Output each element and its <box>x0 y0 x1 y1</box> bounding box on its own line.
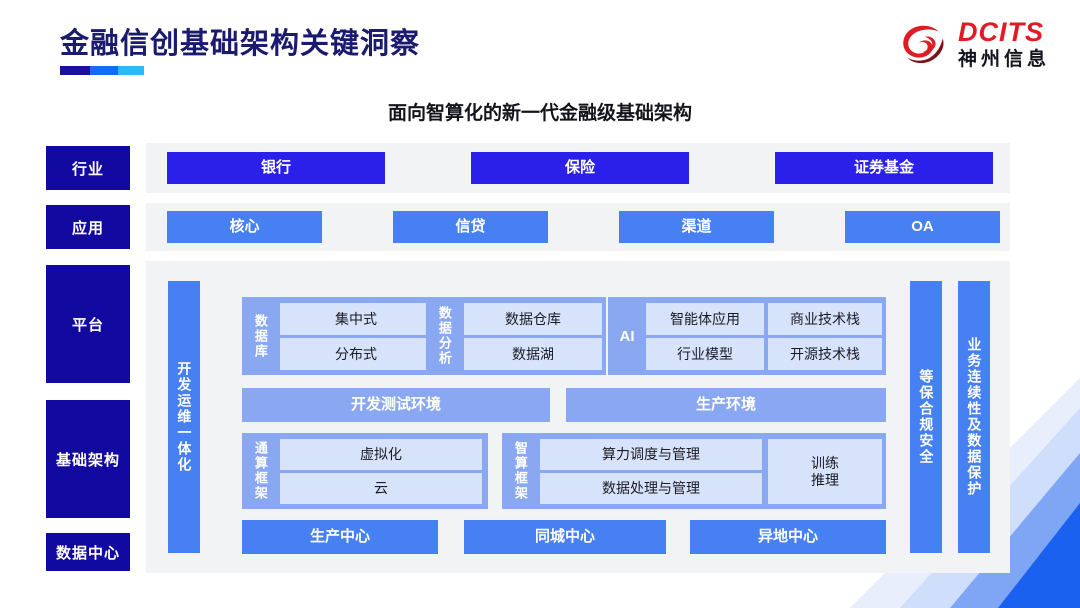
company-logo: DCITS 神州信息 <box>898 18 1050 70</box>
continuity-vertical-label: 业务连续性及数据保护 <box>966 337 983 497</box>
side-label-platform[interactable]: 平台 <box>46 265 130 383</box>
side-label-infrastructure[interactable]: 基础架构 <box>46 400 130 518</box>
side-label-datacenter[interactable]: 数据中心 <box>46 533 130 571</box>
title-bar-segment-3 <box>118 66 144 75</box>
ai-item-agent-app[interactable]: 智能体应用 <box>646 303 764 335</box>
industry-box-insurance[interactable]: 保险 <box>471 152 689 184</box>
datacenter-box-remote[interactable]: 异地中心 <box>690 520 886 554</box>
page-subtitle: 面向智算化的新一代金融级基础架构 <box>387 103 692 124</box>
analytics-item-warehouse[interactable]: 数据仓库 <box>464 303 602 335</box>
general-compute-label: 通算框架 <box>252 441 268 501</box>
environment-box-devtest[interactable]: 开发测试环境 <box>242 388 550 422</box>
industry-box-securities[interactable]: 证券基金 <box>775 152 993 184</box>
ai-group-label: AI <box>619 327 635 345</box>
intelligent-compute-label-wrap: 智算框架 <box>506 437 534 505</box>
application-box-oa[interactable]: OA <box>845 211 1000 243</box>
ai-item-industry-model[interactable]: 行业模型 <box>646 338 764 370</box>
ai-item-commercial-stack[interactable]: 商业技术栈 <box>768 303 882 335</box>
general-compute-item-virtualization[interactable]: 虚拟化 <box>280 439 482 470</box>
logo-wordmark: DCITS 神州信息 <box>957 17 1050 70</box>
database-item-distributed[interactable]: 分布式 <box>280 338 432 370</box>
analytics-group-label: 数据分析 <box>436 306 452 366</box>
database-item-centralized[interactable]: 集中式 <box>280 303 432 335</box>
datacenter-box-metro[interactable]: 同城中心 <box>464 520 666 554</box>
general-compute-item-cloud[interactable]: 云 <box>280 473 482 504</box>
ai-item-opensource-stack[interactable]: 开源技术栈 <box>768 338 882 370</box>
continuity-vertical-bar[interactable]: 业务连续性及数据保护 <box>958 281 990 553</box>
devops-vertical-bar[interactable]: 开发运维一体化 <box>168 281 200 553</box>
application-box-channel[interactable]: 渠道 <box>619 211 774 243</box>
train-inference-box[interactable]: 训练 推理 <box>768 439 882 504</box>
application-box-core[interactable]: 核心 <box>167 211 322 243</box>
intelligent-compute-item-scheduling[interactable]: 算力调度与管理 <box>540 439 762 470</box>
analytics-group-label-wrap: 数据分析 <box>430 301 458 371</box>
application-panel: 核心 信贷 渠道 OA <box>146 203 1010 251</box>
application-box-credit[interactable]: 信贷 <box>393 211 548 243</box>
platform-stack-panel: 开发运维一体化 等保合规安全 业务连续性及数据保护 数据库 集中式 分布式 数据… <box>146 261 1010 573</box>
database-group-label: 数据库 <box>252 313 268 359</box>
title-underline-bar <box>60 66 144 75</box>
intelligent-compute-item-dataprocess[interactable]: 数据处理与管理 <box>540 473 762 504</box>
title-bar-segment-1 <box>60 66 90 75</box>
side-label-application[interactable]: 应用 <box>46 205 130 249</box>
industry-panel: 银行 保险 证券基金 <box>146 143 1010 193</box>
database-group-label-wrap: 数据库 <box>246 301 274 371</box>
compliance-vertical-label: 等保合规安全 <box>918 369 935 465</box>
title-bar-segment-2 <box>90 66 118 75</box>
logo-cn-text: 神州信息 <box>957 49 1050 70</box>
compliance-vertical-bar[interactable]: 等保合规安全 <box>910 281 942 553</box>
logo-en-text: DCITS <box>957 17 1044 47</box>
general-compute-label-wrap: 通算框架 <box>246 437 274 505</box>
dcits-swoosh-icon <box>903 25 944 64</box>
side-label-industry[interactable]: 行业 <box>46 146 130 190</box>
train-label: 训练 <box>811 455 839 472</box>
datacenter-box-production[interactable]: 生产中心 <box>242 520 438 554</box>
inference-label: 推理 <box>811 471 839 488</box>
industry-box-bank[interactable]: 银行 <box>167 152 385 184</box>
environment-box-production[interactable]: 生产环境 <box>566 388 886 422</box>
page-title: 金融信创基础架构关键洞察 <box>60 28 421 60</box>
analytics-item-datalake[interactable]: 数据湖 <box>464 338 602 370</box>
devops-vertical-label: 开发运维一体化 <box>176 361 193 473</box>
intelligent-compute-label: 智算框架 <box>512 441 528 501</box>
